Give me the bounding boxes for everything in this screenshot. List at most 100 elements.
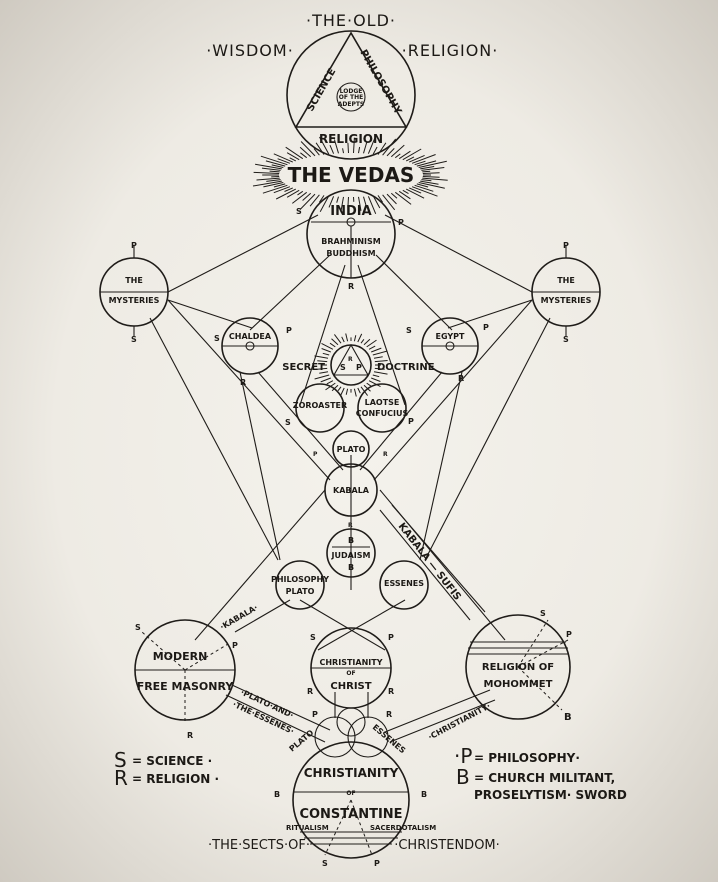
legend-s-text: = SCIENCE · <box>132 754 212 768</box>
ray-line <box>377 195 384 203</box>
ray-line <box>411 154 436 164</box>
ray-line <box>371 377 381 382</box>
zoroaster-circle: ZOROASTER S <box>285 383 347 433</box>
ray-line <box>418 160 447 168</box>
mysteries-right-label: MYSTERIES <box>541 296 592 305</box>
legend-p-text: = PHILOSOPHY· <box>474 751 580 765</box>
the-vedas-label: THE VEDAS <box>288 163 415 187</box>
free-masonry-circle: MODERN FREE MASONRY S P R <box>134 619 238 740</box>
india-buddhism: BUDDHISM <box>326 249 375 258</box>
ray-line <box>299 146 312 158</box>
mysteries-left-label: MYSTERIES <box>109 296 160 305</box>
egypt-s: S <box>406 326 412 335</box>
judaism-b-bottom: B <box>348 563 354 572</box>
chaldea-label: CHALDEA <box>229 332 272 341</box>
christianity-christ-circle: CHRISTIANITY OF CHRIST S P R R <box>307 627 394 709</box>
constantine-circle: CHRISTIANITY OF CONSTANTINE B B S P <box>274 741 427 868</box>
ray-line <box>382 138 397 156</box>
ray-line <box>302 192 312 201</box>
kabala-r: R <box>348 522 353 529</box>
ray-line <box>347 142 349 154</box>
legend-p-letter: ·P <box>454 744 472 768</box>
constantine-line2: OF <box>346 790 355 797</box>
ray-line <box>374 360 388 363</box>
ray-line <box>315 142 325 155</box>
christ-p: P <box>388 633 394 642</box>
kabala-label: KABALA <box>333 486 370 495</box>
legend-r-letter: R <box>114 766 128 790</box>
india-r-letter: R <box>348 282 354 291</box>
ray-line <box>319 136 330 155</box>
kabala-sufis-path-label: KABALA — SUFIS <box>396 521 463 603</box>
ray-line <box>336 196 339 203</box>
ray-line <box>363 338 371 346</box>
mohommet-circle: RELIGION OF MOHOMMET S P B <box>465 609 572 723</box>
ray-line <box>341 336 345 343</box>
egypt-label: EGYPT <box>436 332 466 341</box>
ray-line <box>405 156 415 162</box>
ray-line <box>314 355 329 359</box>
secret-label: SECRET <box>282 362 325 373</box>
philosophy-plato-circle: PHILOSOPHY PLATO <box>271 560 329 610</box>
ray-line <box>277 158 291 164</box>
laotse-label: LAOTSE <box>365 398 400 407</box>
lower-r: R <box>386 710 392 719</box>
ray-line <box>372 195 381 209</box>
ray-line <box>253 171 280 174</box>
ray-line <box>314 367 328 370</box>
free-masonry-line2: FREE MASONRY <box>137 680 235 693</box>
mysteries-right-s: S <box>563 335 569 344</box>
ray-line <box>420 180 439 185</box>
zoroaster-label: ZOROASTER <box>293 401 347 410</box>
secret-doctrine-circle: S P R SECRET DOCTRINE <box>282 343 435 386</box>
ray-line <box>299 193 316 210</box>
ray-line <box>368 380 381 388</box>
vedas-rays <box>252 136 448 214</box>
ray-line <box>357 333 363 343</box>
ray-line <box>342 148 344 154</box>
ray-line <box>260 155 288 166</box>
ray-line <box>372 350 388 356</box>
christ-r-left: R <box>307 687 313 696</box>
ray-line <box>377 142 387 155</box>
ray-line <box>418 182 445 189</box>
ray-line <box>347 196 349 208</box>
egypt-circle: EGYPT S P R <box>406 317 489 383</box>
ray-line <box>414 160 426 166</box>
ray-line <box>363 196 367 206</box>
lower-p: P <box>312 710 318 719</box>
plato-center-r: R <box>383 451 388 458</box>
ray-line <box>273 183 286 188</box>
ray-line <box>269 170 280 173</box>
christ-line3: CHRIST <box>330 681 371 692</box>
ray-line <box>409 154 425 163</box>
ray-line <box>368 345 376 350</box>
christ-s: S <box>310 633 316 642</box>
lower-interlocking-rings: PLATO ESSENES P R <box>288 707 408 758</box>
legend-b-text2: PROSELYTISM· SWORD <box>474 788 627 802</box>
india-circle: INDIA BRAHMINISM BUDDHISM S P R <box>296 189 404 291</box>
ray-line <box>271 164 284 168</box>
ray-line <box>322 352 330 356</box>
adepts-line-3: ADEPTS <box>338 101 365 108</box>
ray-line <box>422 170 431 173</box>
ray-line <box>255 163 282 170</box>
ray-line <box>382 194 396 211</box>
india-title: INDIA <box>330 204 371 219</box>
ray-line <box>275 188 297 200</box>
ray-line <box>328 196 335 208</box>
ray-line <box>416 160 437 167</box>
christ-line2: OF <box>346 670 355 677</box>
lower-essenes-label: ESSENES <box>371 723 408 756</box>
ray-line <box>309 194 320 207</box>
secret-doctrine-rays <box>314 333 388 397</box>
ray-line <box>353 335 357 342</box>
ray-line <box>394 153 401 159</box>
ray-line <box>353 137 355 154</box>
ray-line <box>373 371 388 375</box>
secret-s: S <box>340 363 346 372</box>
judaism-label: JUDAISM <box>330 551 370 560</box>
ray-line <box>386 193 397 205</box>
